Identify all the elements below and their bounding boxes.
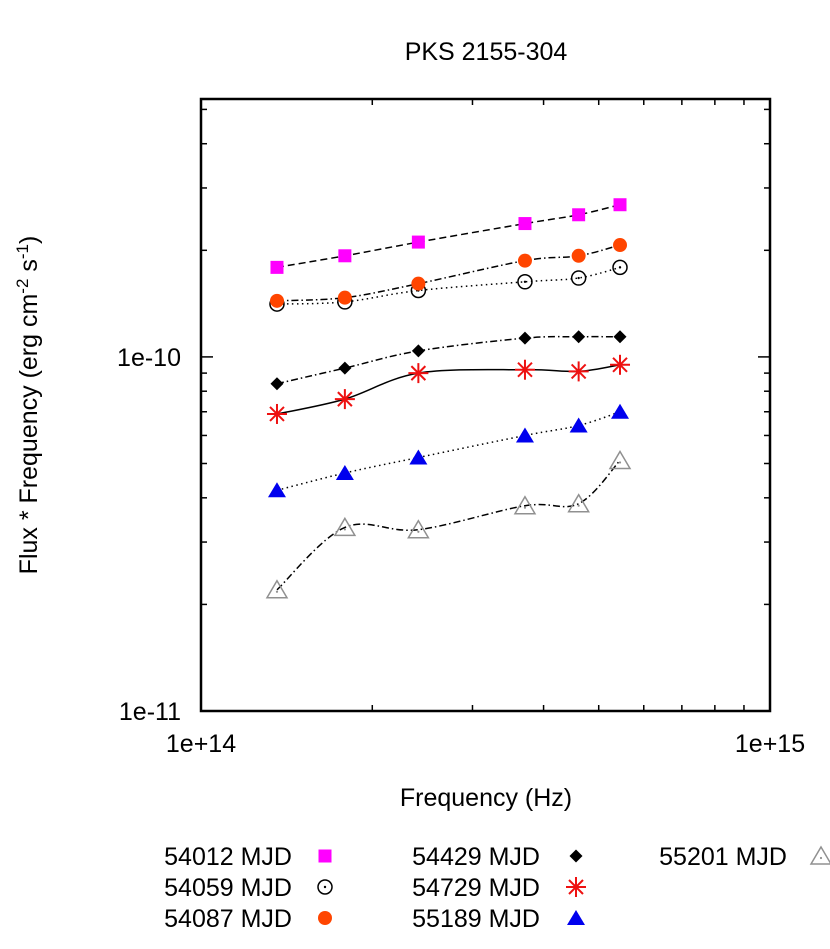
data-point-s4-4 bbox=[518, 331, 532, 345]
tick-labels: 1e+14 1e+15 1e-11 1e-10 bbox=[117, 344, 805, 758]
y-axis-label-part-2: -2 bbox=[13, 279, 32, 294]
legend-label-3: 54087 MJD bbox=[164, 905, 292, 933]
legend-marker-4 bbox=[569, 849, 583, 863]
x-tick-label-2: 1e+15 bbox=[735, 730, 805, 758]
y-axis-label-part-1: Flux * Frequency (erg cm bbox=[15, 294, 43, 575]
axis-ticks bbox=[200, 99, 771, 712]
data-point-s5-2 bbox=[334, 389, 355, 410]
y-axis-label: Flux * Frequency (erg cm-2 s-1) bbox=[13, 236, 44, 575]
data-point-s6-5 bbox=[569, 417, 588, 433]
series-line-3 bbox=[276, 244, 621, 302]
data-point-s4-5 bbox=[572, 330, 586, 344]
data-point-s1-5 bbox=[572, 208, 586, 222]
data-point-s3-4 bbox=[517, 253, 532, 268]
data-point-s5-1 bbox=[266, 403, 287, 424]
data-point-s6-3 bbox=[409, 449, 428, 465]
data-point-s2-5 bbox=[570, 270, 587, 286]
data-point-s4-6 bbox=[613, 330, 627, 344]
data-point-s7-2 bbox=[333, 516, 357, 537]
data-point-s4-1 bbox=[270, 377, 284, 391]
data-point-s1-2 bbox=[338, 249, 352, 263]
data-point-s6-1 bbox=[267, 482, 286, 498]
legend-label-1: 54012 MJD bbox=[164, 843, 292, 871]
legend-marker-7 bbox=[809, 845, 830, 865]
data-point-s6-4 bbox=[515, 427, 534, 443]
series-line-4 bbox=[276, 335, 621, 385]
data-point-s5-3 bbox=[408, 363, 429, 384]
data-point-s7-3 bbox=[407, 519, 430, 539]
data-point-s3-2 bbox=[337, 290, 352, 305]
data-point-s3-6 bbox=[613, 238, 628, 253]
legend-marker-2 bbox=[317, 879, 333, 895]
series-line-6 bbox=[276, 411, 621, 492]
series-line-5 bbox=[276, 364, 621, 415]
y-tick-label-1: 1e-11 bbox=[119, 698, 181, 726]
series-line-2 bbox=[276, 266, 621, 305]
plot-frame bbox=[199, 97, 772, 713]
y-axis-label-part-5: ) bbox=[15, 236, 43, 244]
data-point-s3-5 bbox=[571, 248, 586, 263]
series-markers bbox=[265, 198, 632, 599]
data-point-s5-4 bbox=[514, 359, 535, 380]
data-point-s6-6 bbox=[611, 403, 630, 419]
data-point-s1-4 bbox=[518, 217, 532, 231]
legend-label-6: 55189 MJD bbox=[412, 905, 540, 933]
series-line-1 bbox=[276, 203, 621, 269]
data-point-s4-3 bbox=[411, 344, 425, 358]
series-lines bbox=[276, 203, 621, 591]
legend: 54012 MJD 54059 MJD 54087 MJD 54429 MJD 5472… bbox=[164, 843, 830, 933]
y-tick-label-2: 1e-10 bbox=[117, 344, 181, 372]
data-point-s7-4 bbox=[513, 495, 537, 515]
data-point-s5-6 bbox=[610, 354, 631, 375]
data-point-s1-3 bbox=[411, 235, 425, 249]
data-point-s2-6 bbox=[612, 259, 628, 276]
data-point-s5-5 bbox=[568, 361, 589, 382]
legend-label-4: 54429 MJD bbox=[412, 843, 540, 871]
legend-label-2: 54059 MJD bbox=[164, 874, 292, 902]
data-point-s7-5 bbox=[567, 493, 590, 513]
legend-marker-5 bbox=[566, 877, 586, 897]
data-point-s7-1 bbox=[265, 579, 289, 599]
data-point-s2-4 bbox=[517, 274, 533, 290]
legend-label-7: 55201 MJD bbox=[659, 843, 787, 871]
data-point-s6-2 bbox=[335, 465, 354, 481]
data-point-s1-6 bbox=[613, 198, 627, 212]
data-point-s3-1 bbox=[269, 293, 284, 308]
y-axis-label-part-3: s bbox=[15, 259, 43, 278]
data-point-s1-1 bbox=[270, 260, 284, 274]
data-point-s4-2 bbox=[338, 361, 352, 375]
x-tick-label-1: 1e+14 bbox=[166, 730, 236, 758]
y-axis-label-part-4: -1 bbox=[13, 244, 32, 259]
data-point-s7-6 bbox=[608, 449, 632, 470]
legend-marker-1 bbox=[318, 849, 332, 863]
x-axis-label: Frequency (Hz) bbox=[400, 784, 572, 812]
legend-marker-3 bbox=[318, 911, 332, 925]
series-line-7 bbox=[276, 459, 621, 591]
chart-title: PKS 2155-304 bbox=[405, 38, 568, 66]
data-point-s3-3 bbox=[411, 276, 426, 291]
legend-marker-6 bbox=[567, 910, 585, 925]
legend-label-5: 54729 MJD bbox=[412, 874, 540, 902]
